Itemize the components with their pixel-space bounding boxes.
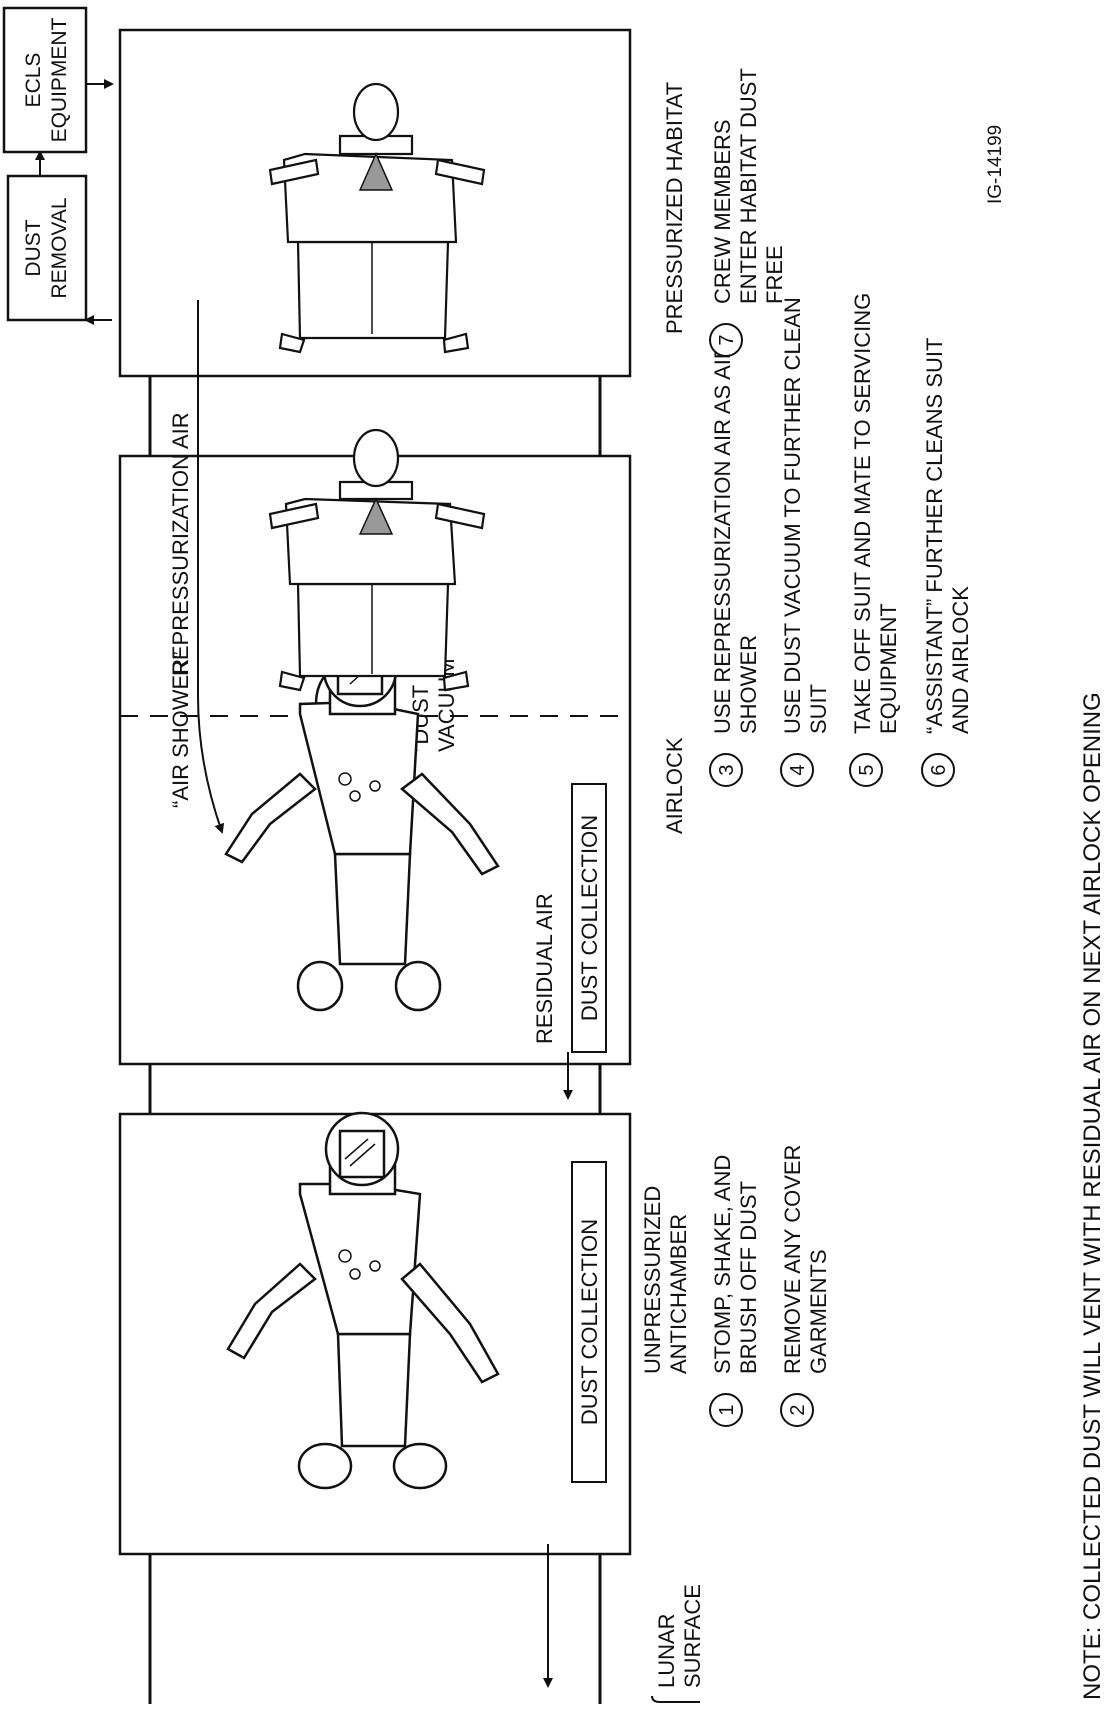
step-4-line-1: USE DUST VACUUM TO FURTHER CLEAN <box>780 297 805 734</box>
step-2-number: 2 <box>787 1404 809 1415</box>
ecls-equipment-box <box>4 8 86 152</box>
step-2-line-2: GARMENTS <box>806 1249 831 1374</box>
figure-id: IG-14199 <box>985 125 1006 204</box>
dust-removal-label-1: DUST <box>22 219 45 276</box>
rotated-figure: DUST REMOVAL ECLS EQUIPMENT DUST COLLECT… <box>0 8 1106 1704</box>
step-4-number: 4 <box>787 764 809 775</box>
step-1-number: 1 <box>716 1404 738 1415</box>
residual-air-label: RESIDUAL AIR <box>532 893 557 1044</box>
antichamber-label-1: UNPRESSURIZED <box>640 1186 665 1374</box>
airlock-label: AIRLOCK <box>662 737 687 834</box>
note-text: NOTE: COLLECTED DUST WILL VENT WITH RESI… <box>1079 692 1106 1700</box>
lunar-surface-bracket <box>652 1696 700 1702</box>
step-1-line-2: BRUSH OFF DUST <box>736 1181 761 1374</box>
lunar-surface-label-1: LUNAR <box>654 1613 679 1688</box>
step-6-number: 6 <box>928 764 950 775</box>
step-7-line-2: ENTER HABITAT DUST <box>736 68 761 304</box>
dust-removal-box <box>8 176 86 320</box>
step-2: 2 REMOVE ANY COVER GARMENTS <box>780 1145 831 1426</box>
step-5-number: 5 <box>856 764 878 775</box>
dust-removal-label-2: REMOVAL <box>48 197 71 298</box>
step-3-number: 3 <box>716 764 738 775</box>
antichamber-label-2: ANTICHAMBER <box>666 1214 691 1374</box>
step-5-line-2: EQUIPMENT <box>876 603 901 734</box>
step-1-line-1: STOMP, SHAKE, AND <box>710 1155 735 1374</box>
lunar-surface-label-2: SURFACE <box>680 1584 705 1688</box>
step-6-line-2: AND AIRLOCK <box>948 586 973 734</box>
dust-collection-label-2: DUST COLLECTION <box>577 815 602 1021</box>
habitat-label: PRESSURIZED HABITAT <box>662 82 687 334</box>
step-2-line-1: REMOVE ANY COVER <box>780 1145 805 1374</box>
step-6-line-1: “ASSISTANT” FURTHER CLEANS SUIT <box>922 338 947 734</box>
step-7: 7 CREW MEMBERS ENTER HABITAT DUST FREE <box>710 68 787 356</box>
air-shower-label: “AIR SHOWER” <box>168 652 193 808</box>
step-7-number: 7 <box>716 334 738 345</box>
step-5: 5 TAKE OFF SUIT AND MATE TO SERVICING EQ… <box>850 293 901 786</box>
step-4-line-2: SUIT <box>806 684 831 734</box>
step-7-line-3: FREE <box>762 245 787 304</box>
step-3: 3 USE REPRESSURIZATION AIR AS AIR SHOWER <box>710 343 761 786</box>
dust-collection-label-1: DUST COLLECTION <box>577 1219 602 1425</box>
step-5-line-1: TAKE OFF SUIT AND MATE TO SERVICING <box>850 293 875 734</box>
step-4: 4 USE DUST VACUUM TO FURTHER CLEAN SUIT <box>780 297 831 786</box>
step-3-line-1: USE REPRESSURIZATION AIR AS AIR <box>710 343 735 734</box>
ecls-label-2: EQUIPMENT <box>48 17 71 142</box>
step-3-line-2: SHOWER <box>736 635 761 734</box>
ecls-label-1: ECLS <box>22 53 45 108</box>
step-7-line-1: CREW MEMBERS <box>710 119 735 304</box>
step-6: 6 “ASSISTANT” FURTHER CLEANS SUIT AND AI… <box>922 338 973 786</box>
step-1: 1 STOMP, SHAKE, AND BRUSH OFF DUST <box>710 1155 761 1426</box>
repressurization-air-label: REPRESSURIZATION AIR <box>168 412 193 676</box>
